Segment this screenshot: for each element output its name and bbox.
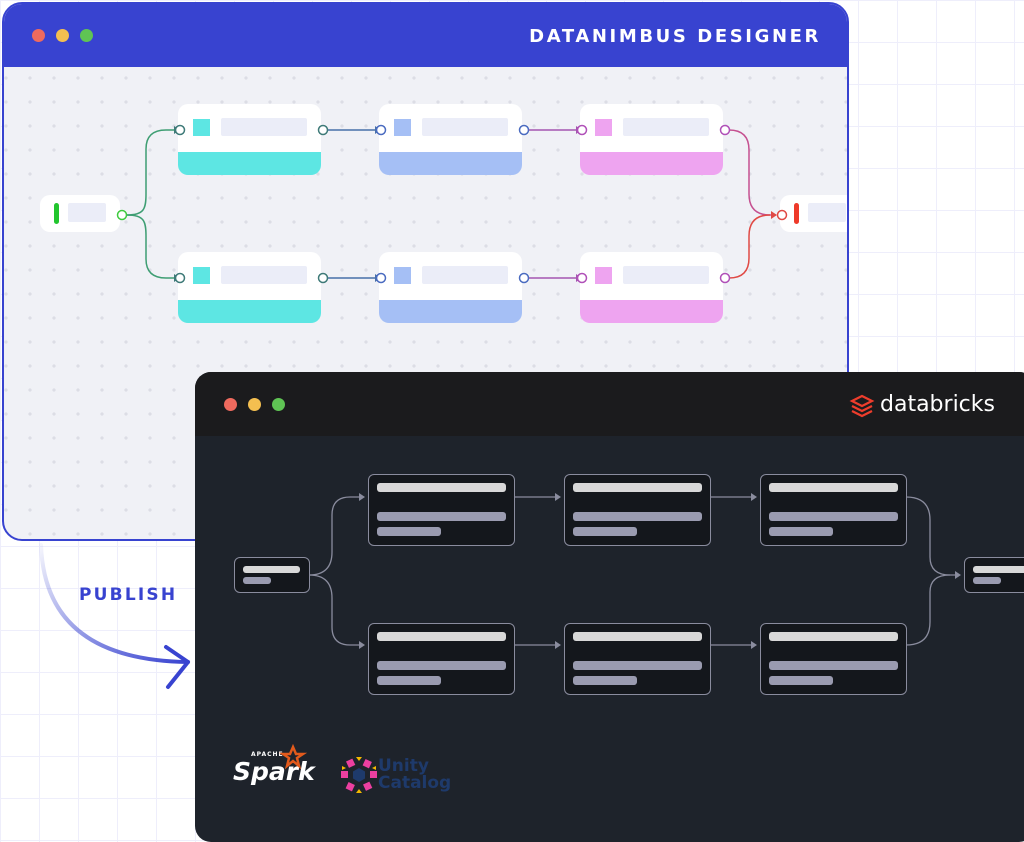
port: [375, 124, 387, 136]
port: [776, 209, 788, 221]
designer-ports: [116, 124, 788, 284]
edge: [126, 129, 175, 216]
publish-label: PUBLISH: [79, 585, 178, 605]
databricks-titlebar: databricks: [195, 372, 1024, 436]
node-cyan-1[interactable]: [178, 104, 321, 175]
port: [375, 272, 387, 284]
db-task-node[interactable]: [368, 623, 515, 695]
minimize-dot[interactable]: [248, 398, 261, 411]
node-pink-1[interactable]: [580, 104, 723, 175]
port: [576, 272, 588, 284]
maximize-dot[interactable]: [80, 29, 93, 42]
edge: [728, 214, 771, 279]
db-source-node[interactable]: [234, 557, 310, 593]
spark-star-icon: [278, 743, 308, 770]
edge: [728, 129, 776, 216]
databricks-brand: databricks: [880, 392, 995, 417]
edge: [126, 214, 175, 279]
sink-node[interactable]: [780, 195, 847, 232]
close-dot[interactable]: [224, 398, 237, 411]
node-blue-2[interactable]: [379, 252, 522, 323]
port: [174, 272, 186, 284]
db-task-node[interactable]: [564, 623, 711, 695]
designer-titlebar: DATANIMBUS DESIGNER: [4, 4, 847, 67]
close-dot[interactable]: [32, 29, 45, 42]
minimize-dot[interactable]: [56, 29, 69, 42]
port: [174, 124, 186, 136]
databricks-logo: databricks: [849, 392, 995, 417]
source-node[interactable]: [40, 195, 120, 232]
maximize-dot[interactable]: [272, 398, 285, 411]
node-pink-2[interactable]: [580, 252, 723, 323]
designer-window: DATANIMBUS DESIGNER: [2, 2, 849, 541]
db-task-node[interactable]: [760, 474, 907, 546]
db-task-node[interactable]: [368, 474, 515, 546]
node-blue-1[interactable]: [379, 104, 522, 175]
db-task-node[interactable]: [564, 474, 711, 546]
node-cyan-2[interactable]: [178, 252, 321, 323]
port: [116, 209, 128, 221]
unity-catalog-icon: [341, 757, 377, 793]
databricks-stack-icon: [849, 394, 875, 417]
designer-title: DATANIMBUS DESIGNER: [529, 26, 821, 47]
db-task-node[interactable]: [760, 623, 907, 695]
port: [576, 124, 588, 136]
db-sink-node[interactable]: [964, 557, 1024, 593]
databricks-edges: [308, 493, 961, 649]
